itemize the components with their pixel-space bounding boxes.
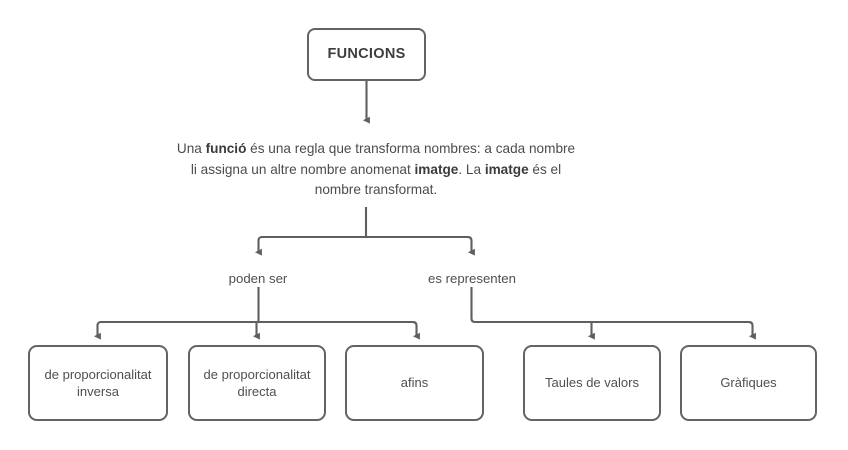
definition-keyword: imatge — [414, 161, 459, 177]
node-grafiques[interactable]: Gràfiques — [680, 345, 817, 421]
node-afins[interactable]: afins — [345, 345, 484, 421]
branch-label-poden-ser: poden ser — [228, 271, 288, 286]
node-proporcionalitat-inversa-label: de proporcionalitat inversa — [44, 366, 152, 399]
node-funcions[interactable]: FUNCIONS — [307, 28, 426, 81]
definition-text-run: és una regla que transforma nombres: a c… — [190, 141, 576, 177]
connector-branch-right-drop — [466, 235, 475, 256]
connector-es-representen-stem — [470, 286, 751, 324]
branch-label-es-representen: es representen — [428, 271, 516, 286]
connector-poden-ser-to-leaf-0 — [93, 320, 103, 340]
definition-paragraph: Una funció és una regla que transforma n… — [174, 139, 578, 201]
connector-poden-ser-to-leaf-2 — [411, 320, 420, 340]
node-taules-de-valors-label: Taules de valors — [545, 375, 639, 391]
node-proporcionalitat-directa-label: de proporcionalitat directa — [203, 366, 311, 399]
node-taules-de-valors[interactable]: Taules de valors — [523, 345, 661, 421]
node-funcions-label: FUNCIONS — [327, 45, 406, 62]
definition-keyword: funció — [205, 141, 247, 156]
connector-branch-left-drop — [254, 235, 264, 256]
definition-text-run: és el nombre transformat. — [314, 161, 562, 198]
definition-text-run: . La — [458, 161, 485, 177]
connector-branch-bus — [259, 237, 473, 238]
definition-keyword: imatge — [484, 161, 529, 177]
definition-text-run: Una — [176, 141, 206, 156]
connector-es-representen-to-leaf-4 — [747, 320, 756, 340]
node-afins-label: afins — [400, 375, 429, 391]
node-grafiques-label: Gràfiques — [720, 375, 777, 391]
node-proporcionalitat-directa[interactable]: de proporcionalitat directa — [188, 345, 326, 421]
node-proporcionalitat-inversa[interactable]: de proporcionalitat inversa — [28, 345, 168, 421]
